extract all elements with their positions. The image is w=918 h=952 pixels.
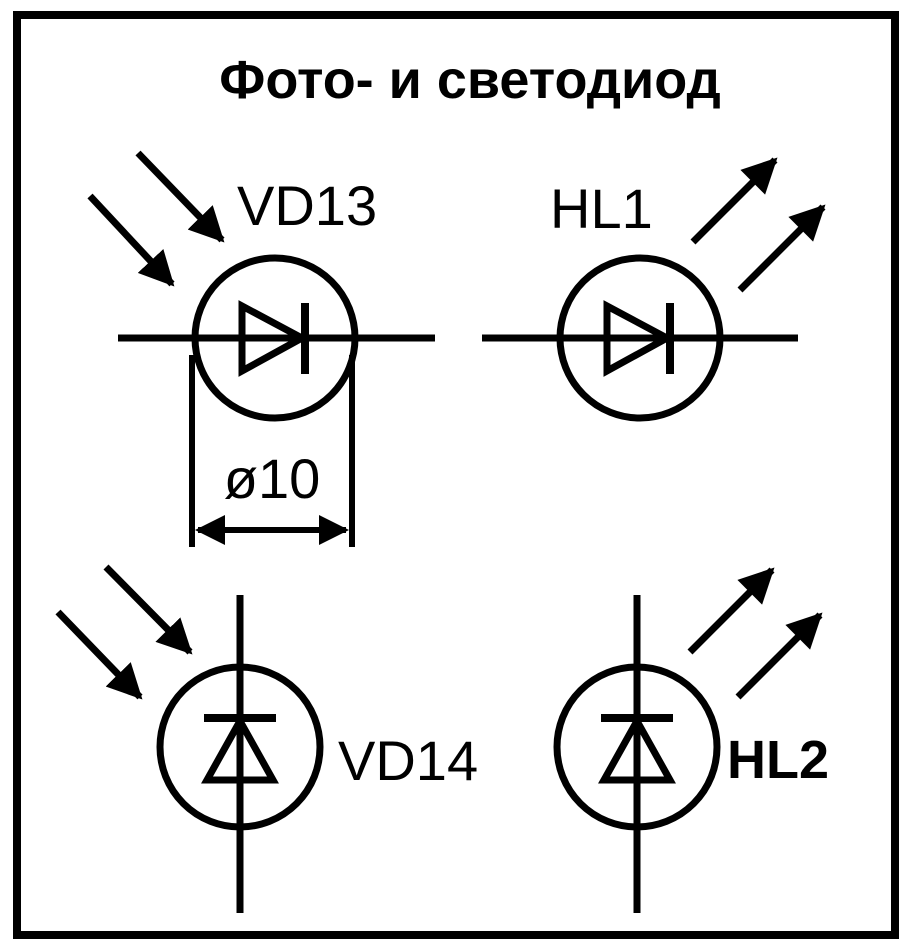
hl2-light-arrow-1 xyxy=(687,567,775,655)
vd14-body-circle xyxy=(156,663,324,831)
hl1-body-circle xyxy=(556,254,724,422)
hl1-anode-triangle xyxy=(603,300,675,377)
vd14-anode-triangle xyxy=(201,713,279,784)
vd13-body-circle xyxy=(191,254,359,422)
hl1-light-arrow-1 xyxy=(690,157,778,245)
photodiode-vd14: VD14 xyxy=(55,564,478,913)
hl2-light-arrow-2 xyxy=(735,612,823,700)
vd14-light-arrow-1 xyxy=(103,564,193,655)
hl2-body-circle xyxy=(553,663,721,831)
vd13-anode-triangle xyxy=(238,300,310,377)
vd13-light-arrow-2 xyxy=(87,193,175,287)
hl1-label: HL1 xyxy=(550,177,653,240)
hl1-light-arrow-2 xyxy=(737,204,826,293)
vd13-light-arrow-1 xyxy=(135,150,225,243)
vd14-light-arrow-2 xyxy=(55,609,143,700)
diagram-title: Фото- и светодиод xyxy=(219,50,721,110)
led-hl2: HL2 xyxy=(553,567,829,913)
dimension-label: ø10 xyxy=(224,447,321,510)
hl2-label: HL2 xyxy=(727,730,829,790)
outer-frame xyxy=(13,11,899,939)
photodiode-vd13: VD13 xyxy=(87,150,435,422)
hl2-anode-triangle xyxy=(598,713,676,784)
diameter-dimension: ø10 xyxy=(189,355,355,547)
vd14-label: VD14 xyxy=(338,729,478,792)
vd13-label: VD13 xyxy=(237,174,377,237)
led-hl1: HL1 xyxy=(482,157,826,422)
